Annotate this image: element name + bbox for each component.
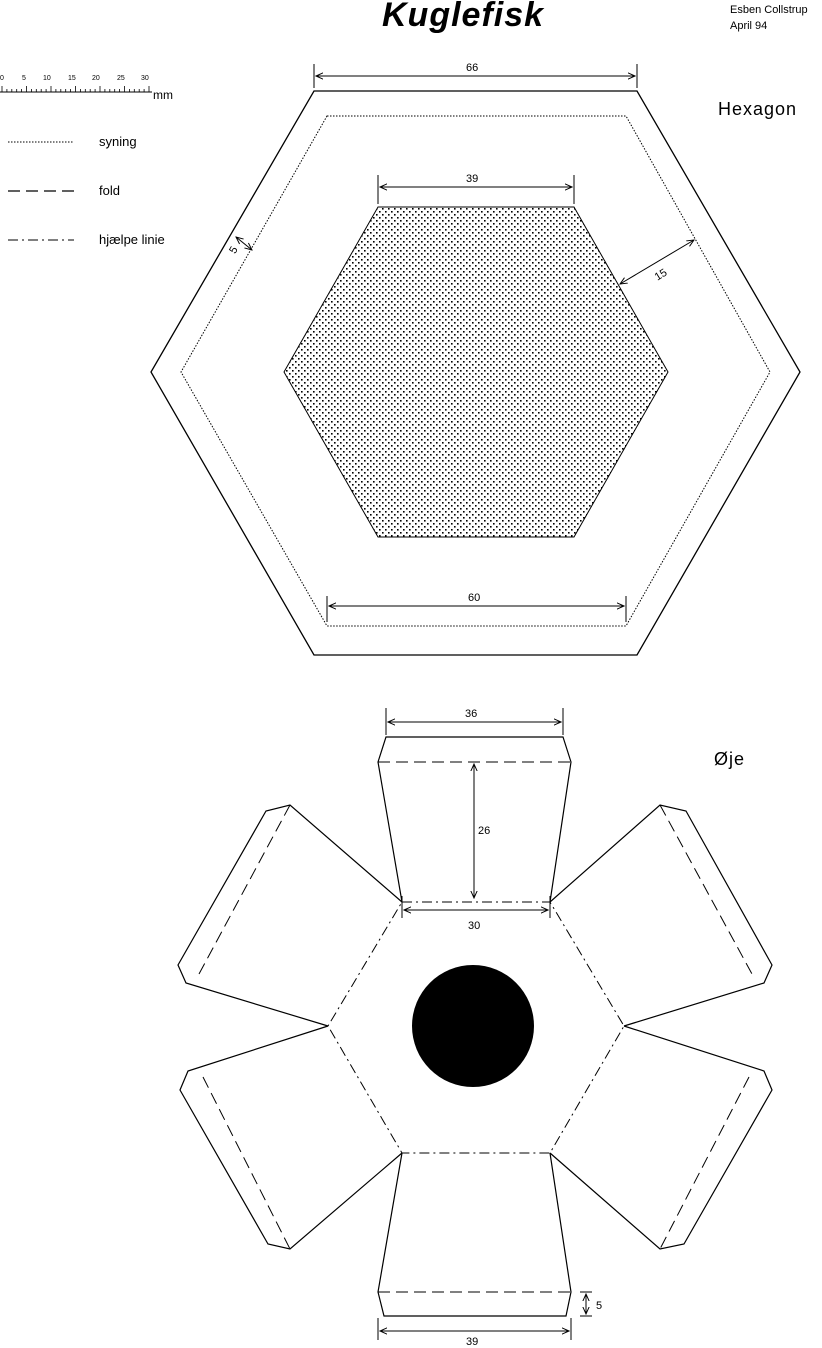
hexagon-label: Hexagon <box>718 99 798 119</box>
dim-36-label: 36 <box>465 708 477 720</box>
author-date: April 94 <box>730 20 768 32</box>
dim-39-bottom-label: 39 <box>466 1336 478 1348</box>
ruler-unit: mm <box>153 88 173 102</box>
dim-66-label: 66 <box>466 62 478 74</box>
dim-39-label: 39 <box>466 173 478 185</box>
dim-5-bottom-label: 5 <box>596 1300 602 1312</box>
eye-label: Øje <box>714 749 746 769</box>
ruler-tick-20: 20 <box>92 75 100 82</box>
dim-15-label: 15 <box>653 267 670 284</box>
eye-flap-upper-right <box>549 804 773 1027</box>
page-title: Kuglefisk <box>382 0 545 34</box>
eye-flap-upper-left-fold <box>198 804 291 975</box>
dim-5-seam-label: 5 <box>227 245 240 256</box>
legend-label-guide: hjælpe linie <box>99 232 165 247</box>
author-block: Esben Collstrup April 94 <box>730 2 808 34</box>
hexagon-seam-line <box>180 115 771 627</box>
ruler-minor-ticks <box>1 86 150 92</box>
eye-flap-upper-right-fold <box>659 804 753 975</box>
dim-5-seam-line <box>236 237 252 250</box>
hexagon-inner-dotted-area <box>283 206 669 538</box>
ruler: 0 5 10 15 20 25 30 mm <box>0 75 173 102</box>
legend-label-seam: syning <box>99 134 137 149</box>
ruler-tick-25: 25 <box>117 75 125 82</box>
author-name: Esben Collstrup <box>730 4 808 16</box>
dim-26-label: 26 <box>478 825 490 837</box>
eye-pupil <box>412 965 534 1087</box>
eye-flap-bottom <box>377 1152 572 1317</box>
eye-flap-lower-right-fold <box>659 1076 750 1250</box>
hexagon-outer-outline <box>150 90 801 656</box>
eye-flap-upper-left <box>177 804 403 1027</box>
eye-flap-top <box>377 736 572 903</box>
ruler-tick-10: 10 <box>43 75 51 82</box>
dim-30-label: 30 <box>468 920 480 932</box>
dim-60-label: 60 <box>468 592 480 604</box>
eye-flap-lower-left-fold <box>202 1076 291 1250</box>
ruler-tick-15: 15 <box>68 75 76 82</box>
eye-flap-lower-right <box>549 1025 773 1250</box>
legend-label-fold: fold <box>99 183 120 198</box>
ruler-tick-5: 5 <box>22 75 26 82</box>
eye-flap-lower-left <box>179 1025 403 1250</box>
ruler-tick-30: 30 <box>141 75 149 82</box>
dim-15-line <box>620 240 694 284</box>
ruler-tick-0: 0 <box>0 75 4 82</box>
